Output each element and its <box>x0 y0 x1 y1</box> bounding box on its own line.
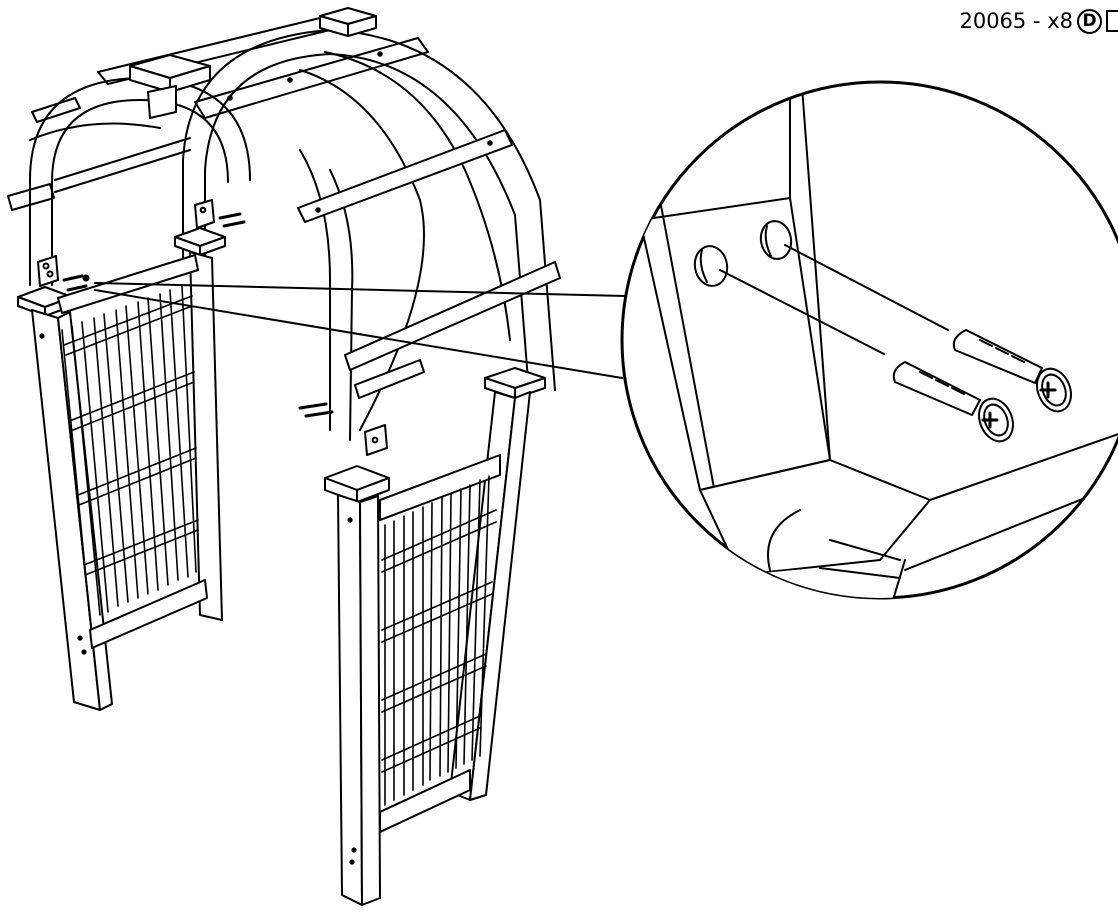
screw-large-2 <box>954 330 1077 416</box>
part-quantity-label: 20065 - x8 D <box>959 6 1118 36</box>
detail-magnifier <box>622 60 1118 620</box>
right-side-panel <box>338 392 530 905</box>
screw-large-1 <box>894 362 1019 446</box>
post-caps <box>18 8 545 502</box>
part-bracket-icon <box>1106 10 1118 32</box>
detail-callout-lines <box>95 283 625 378</box>
left-side-panel <box>32 252 222 710</box>
part-number-text: 20065 - x8 <box>959 9 1073 33</box>
front-arch <box>183 30 560 440</box>
small-screws <box>38 200 387 455</box>
part-letter-badge: D <box>1077 8 1102 34</box>
